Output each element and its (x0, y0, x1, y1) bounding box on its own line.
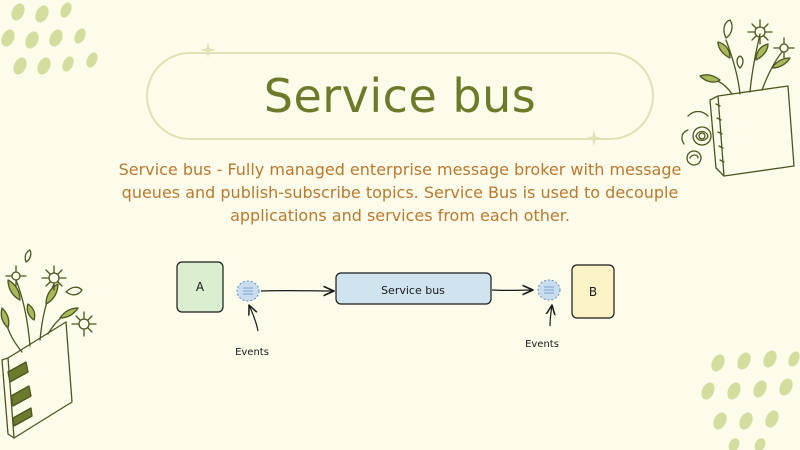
node-a (176, 261, 224, 313)
node-a-label: A (196, 280, 205, 294)
book-flowers-illustration-top-right (681, 19, 795, 177)
events-arrow-right (550, 305, 552, 327)
slide-description: Service bus - Fully managed enterprise m… (118, 160, 682, 225)
events-arrow-left (249, 305, 259, 332)
events-label-left: Events (235, 347, 269, 358)
events-label-right: Events (525, 339, 559, 350)
node-b-label: B (589, 285, 597, 299)
service-bus-label: Service bus (381, 284, 445, 297)
service-bus-box (335, 272, 492, 305)
decorative-dots-top-left (1, 2, 98, 75)
book-flowers-illustration-bottom-left (0, 249, 97, 439)
sparkle-icon (200, 42, 216, 58)
title-container: Service bus (146, 52, 654, 140)
decorative-dots-bottom-right (701, 350, 800, 450)
page-title: Service bus (263, 69, 537, 123)
node-b (571, 264, 615, 319)
